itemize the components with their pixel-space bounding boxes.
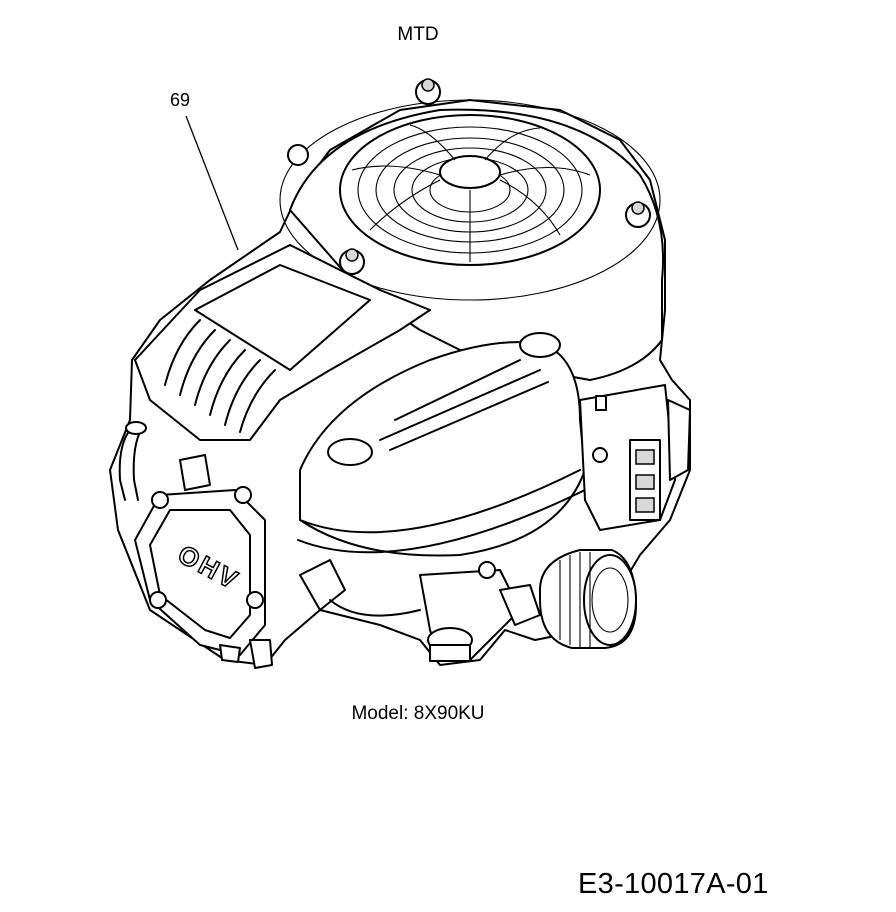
brand-label: MTD	[397, 24, 439, 45]
mounting-tabs	[219, 639, 273, 669]
callout-number: 69	[170, 90, 191, 110]
breather-tube	[118, 421, 211, 501]
cylinder-shroud	[134, 244, 431, 441]
oil-filter	[539, 549, 637, 649]
callout-leader-line	[185, 115, 239, 251]
carburetor	[299, 559, 541, 662]
valve-cover: OHV	[134, 486, 266, 656]
fan-grille	[339, 114, 601, 266]
side-panel	[579, 384, 691, 531]
document-id: E3-10017A-01	[578, 868, 769, 900]
air-filter-cover	[297, 332, 586, 557]
model-caption: Model: 8X90KU	[351, 703, 485, 724]
housing-bolts	[287, 78, 651, 275]
